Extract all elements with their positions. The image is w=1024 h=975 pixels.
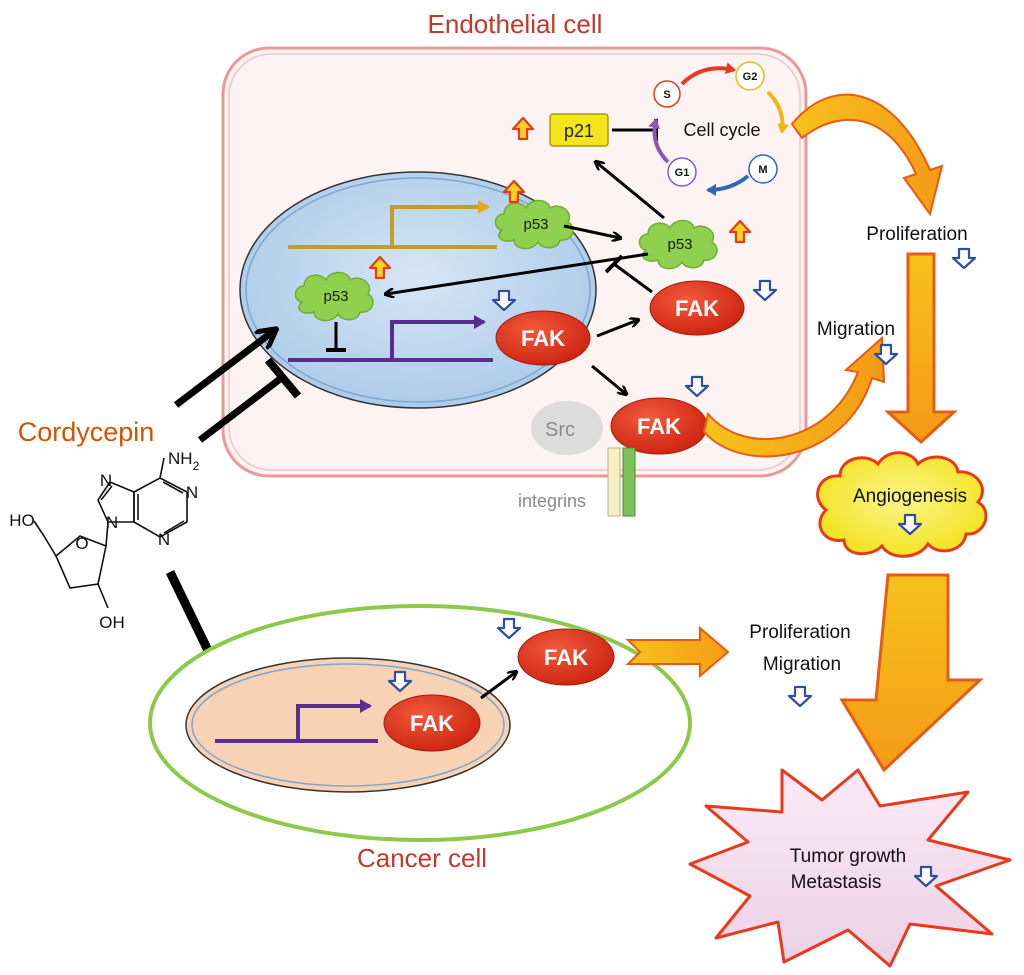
n9-label: N: [106, 513, 118, 532]
arrow-p53-to-nucleus: [386, 252, 649, 294]
phase-g1-label: G1: [675, 167, 690, 179]
arrow-fak-to-migration: [702, 335, 886, 458]
cancer-cell-title: Cancer cell: [357, 843, 487, 873]
p21-label: p21: [564, 121, 594, 141]
phase-s-label: S: [663, 89, 670, 101]
ring-oxygen-label: O: [75, 534, 88, 553]
phase-g1: [667, 157, 697, 187]
down-arrow-icon: [787, 685, 813, 708]
angiogenesis-cloud: [816, 451, 988, 558]
p21-box: [549, 113, 609, 147]
ho-label: HO: [9, 511, 35, 530]
cancer-fak-cytoplasm: [517, 628, 615, 686]
phase-g2: [735, 61, 765, 91]
integrins-label: integrins: [518, 491, 586, 511]
cancer-migration-label: Migration: [763, 654, 841, 675]
arrow-cancer-to-outcomes: [625, 625, 730, 679]
fak-cytoplasm: [649, 280, 745, 336]
arrow-cordycepin-to-p53: [173, 330, 275, 408]
p53-label: p53: [523, 216, 548, 233]
src-protein: [531, 401, 603, 455]
arrow-fak-to-membrane: [591, 364, 626, 394]
arrow-proliferation-to-angiogenesis: [884, 252, 958, 445]
arrow-p53-to-p21: [596, 162, 665, 220]
cordycepin-inhibit-fak-line: [197, 373, 287, 443]
p53-cytoplasm: p53: [638, 219, 718, 270]
cancer-fak-nucleus: [383, 694, 481, 752]
phase-s: [653, 80, 681, 108]
p53-promoter-arrow: [390, 200, 490, 247]
fak-inhibits-p53-line: [613, 262, 653, 294]
arrow-fak-to-cytoplasm: [596, 320, 638, 338]
integrin-alpha: [607, 447, 621, 517]
integrin-beta: [622, 447, 636, 517]
cycle-arc-s-g2: [680, 62, 736, 86]
cycle-arc-g1-s: [648, 118, 670, 164]
phase-m-label: M: [758, 164, 767, 176]
phase-g2-label: G2: [743, 71, 758, 83]
p53-label: p53: [323, 288, 348, 305]
cell-cycle-label: Cell cycle: [683, 120, 760, 140]
cancer-fak-promoter-arrow: [296, 699, 372, 741]
src-label: Src: [545, 419, 575, 441]
fak-promoter-arrow: [390, 315, 486, 360]
down-arrow-icon: [951, 247, 977, 270]
arrow-p53-to-cytoplasm: [563, 224, 620, 238]
n7-label: N: [100, 471, 112, 490]
cordycepin-label: Cordycepin: [18, 417, 155, 447]
fak-label: FAK: [521, 326, 565, 351]
cancer-nucleus: [185, 657, 511, 793]
n3-label: N: [158, 530, 170, 549]
fak-label: FAK: [675, 296, 719, 321]
fak-label: FAK: [410, 711, 454, 736]
fak-nucleus: [495, 310, 591, 366]
p53-label: p53: [667, 236, 692, 253]
p53-nucleus-left: p53: [294, 271, 374, 322]
angiogenesis-label: Angiogenesis: [853, 486, 967, 507]
cycle-arc-m-g1: [706, 174, 750, 196]
fak-inhibits-p53-bar: [604, 254, 624, 274]
oh-label: OH: [99, 613, 125, 632]
phase-m: [748, 154, 778, 184]
proliferation-label: Proliferation: [866, 224, 967, 245]
cycle-arc-g2-m: [766, 90, 790, 134]
arrow-angiogenesis-to-tumor: [839, 573, 984, 773]
cancer-proliferation-label: Proliferation: [749, 622, 850, 643]
fak-label: FAK: [637, 414, 681, 439]
arrow-cellcycle-to-proliferation: [790, 93, 944, 217]
endothelial-nucleus-inner: [245, 177, 591, 403]
cordycepin-inhibit-fak-bar: [264, 357, 302, 399]
endothelial-cell-inner-border: [228, 53, 801, 471]
cordycepin-structure: [33, 457, 188, 609]
p53-nucleus-right: p53: [494, 199, 574, 250]
endothelial-cell-title: Endothelial cell: [428, 9, 603, 39]
tumor-growth-label: Tumor growth: [790, 846, 907, 867]
tumor-growth-starburst: [688, 768, 1012, 968]
arrow-cancer-fak: [480, 672, 516, 700]
nh2-label: NH2: [168, 449, 200, 473]
migration-label: Migration: [817, 319, 895, 340]
fak-label: FAK: [544, 645, 588, 670]
n1-label: N: [186, 483, 198, 502]
metastasis-label: Metastasis: [791, 872, 882, 893]
cancer-nucleus-inner: [191, 663, 505, 787]
